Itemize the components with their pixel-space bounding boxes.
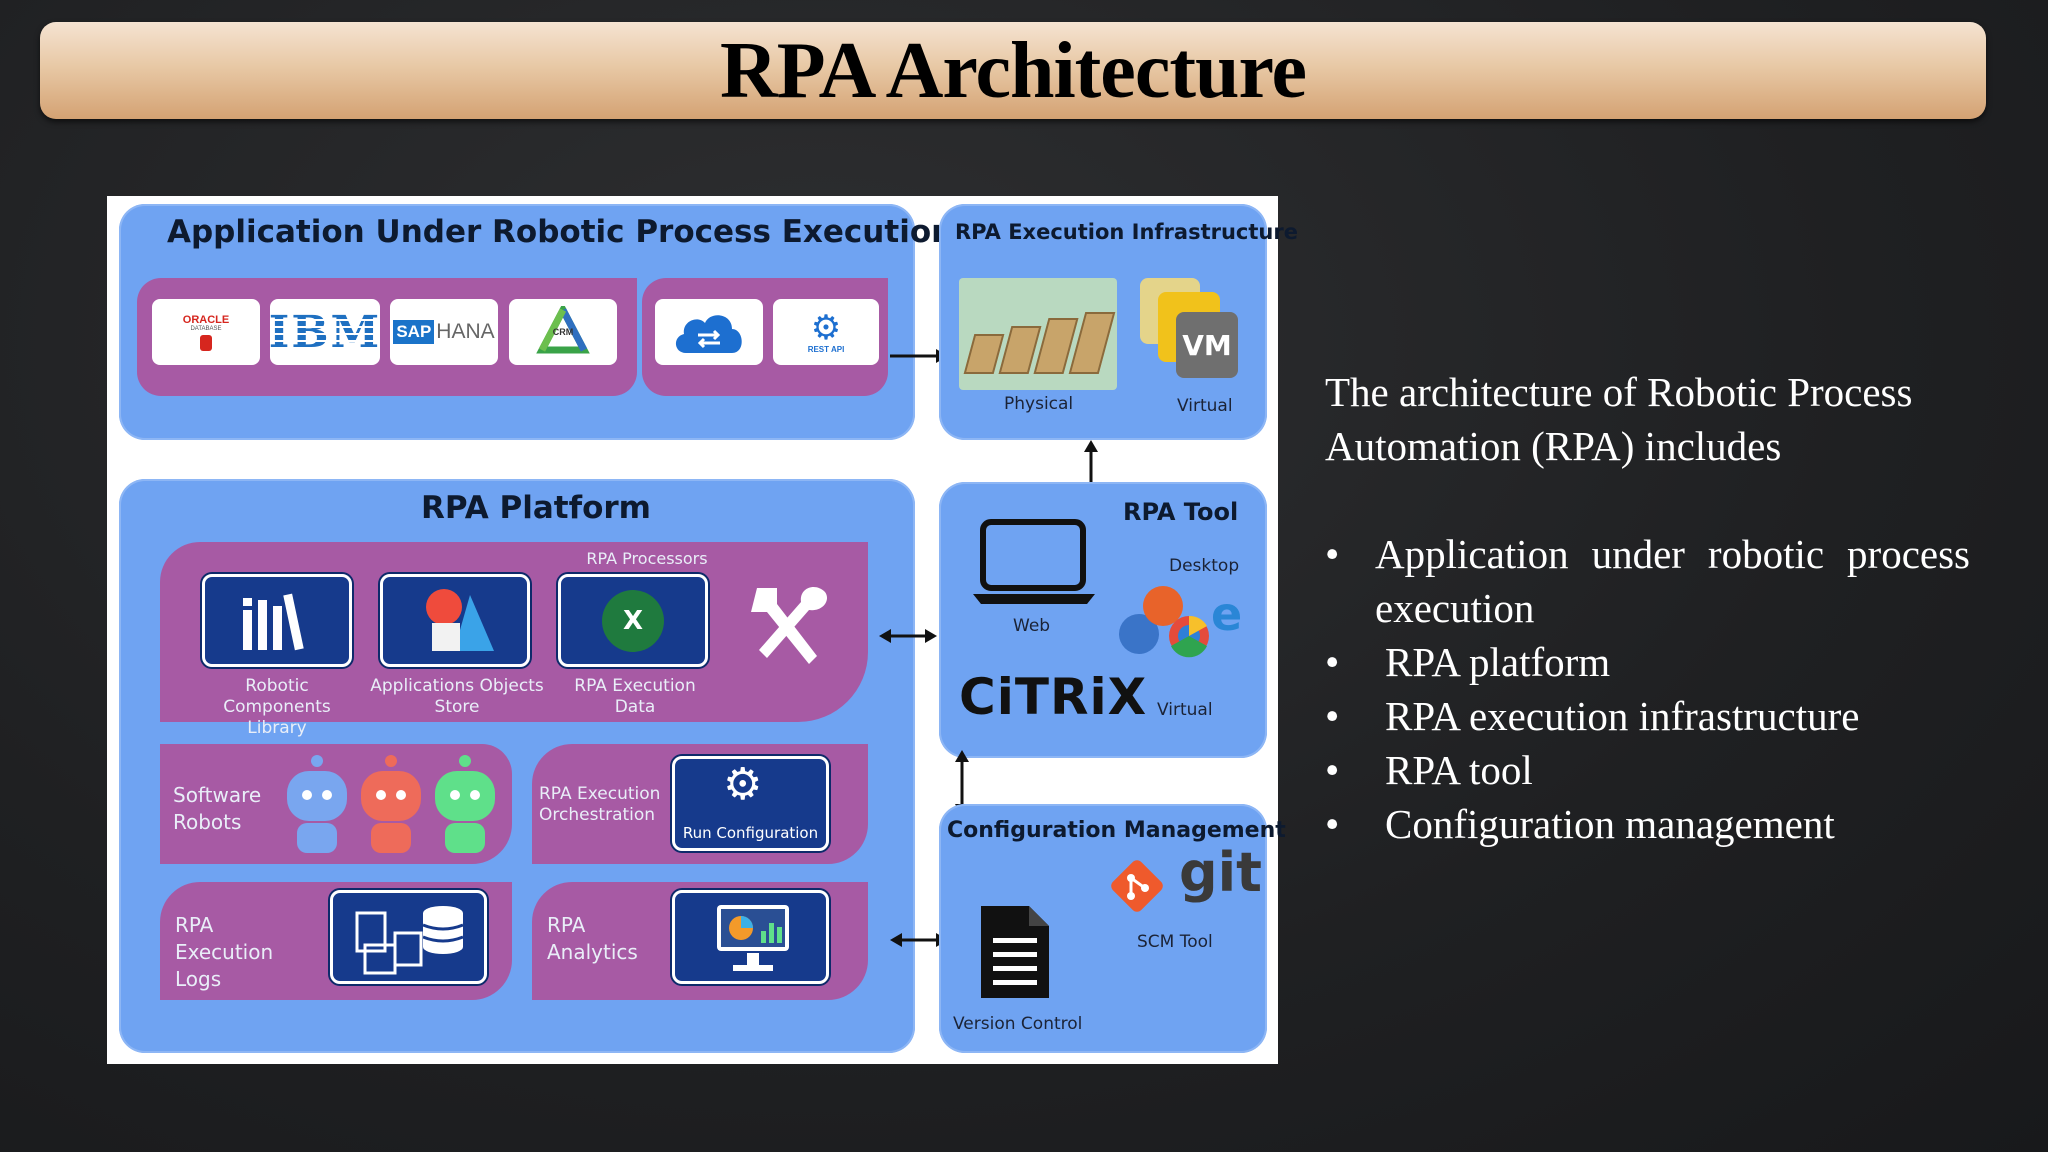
scm-label: SCM Tool bbox=[1137, 932, 1213, 952]
software-robots-line1: Software bbox=[173, 783, 262, 807]
web-label: Web bbox=[1013, 616, 1051, 636]
analytics-label: RPA Analytics bbox=[547, 912, 647, 966]
oracle-logo: ORACLE DATABASE bbox=[152, 299, 260, 365]
analytics-line1: RPA bbox=[547, 913, 586, 937]
app-objects-line2: Store bbox=[434, 697, 480, 717]
orchestration-line2: Orchestration bbox=[539, 805, 656, 825]
infra-panel-title: RPA Execution Infrastructure bbox=[955, 220, 1298, 244]
server-rack-image bbox=[959, 278, 1117, 390]
tool-panel-title: RPA Tool bbox=[1123, 498, 1239, 526]
infra-virtual-label: Virtual bbox=[1177, 396, 1233, 416]
analytics-icon-box bbox=[672, 890, 829, 984]
app-objects-store-icon bbox=[380, 574, 530, 667]
title-bar: RPA Architecture bbox=[40, 22, 1986, 119]
git-logo-icon bbox=[1111, 860, 1163, 912]
ibm-logo: IBM bbox=[268, 299, 382, 365]
bullet-item: Configuration management bbox=[1325, 797, 1970, 851]
bullet-item: RPA platform bbox=[1325, 635, 1970, 689]
svg-text:e: e bbox=[1211, 587, 1242, 641]
documents-database-icon bbox=[355, 906, 464, 975]
run-configuration-label: Run Configuration bbox=[682, 824, 819, 842]
slide-title: RPA Architecture bbox=[719, 26, 1307, 115]
gear-icon: ⚙ bbox=[810, 308, 842, 347]
cloud-icon bbox=[675, 315, 742, 353]
processors-label: RPA Processors bbox=[586, 549, 708, 568]
platform-panel-title: RPA Platform bbox=[421, 490, 651, 526]
app-panel-title: Application Under Robotic Process Execut… bbox=[167, 214, 954, 250]
oracle-text: ORACLE bbox=[182, 313, 230, 326]
crm-text: CRM bbox=[552, 327, 574, 337]
vm-text: VM bbox=[1176, 312, 1238, 378]
books-icon bbox=[243, 593, 304, 650]
logs-line2: Logs bbox=[175, 967, 222, 991]
database-icon bbox=[200, 334, 212, 351]
analytics-line2: Analytics bbox=[547, 940, 638, 964]
run-configuration-box: ⚙ Run Configuration bbox=[672, 756, 829, 851]
bullet-item: Application under robotic process execut… bbox=[1325, 527, 1970, 635]
execution-data-line2: Data bbox=[614, 697, 656, 717]
config-panel-title: Configuration Management bbox=[947, 818, 1286, 843]
crm-logo: CRM bbox=[509, 299, 617, 365]
sap-text: SAP bbox=[393, 320, 435, 344]
shapes-icon bbox=[426, 588, 494, 651]
execution-data-label: RPA Execution Data bbox=[547, 676, 723, 718]
sap-hana-logo: SAP HANA bbox=[390, 299, 498, 365]
rest-api-text: REST API bbox=[807, 344, 845, 354]
description-intro: The architecture of Robotic Process Auto… bbox=[1325, 369, 1913, 469]
browser-icons: e bbox=[1119, 586, 1242, 658]
tool-panel bbox=[939, 482, 1267, 758]
bullet-item: RPA tool bbox=[1325, 743, 1970, 797]
robots-icon bbox=[287, 755, 495, 853]
ibm-text: IBM bbox=[268, 306, 382, 358]
rest-api-logo: ⚙ REST API bbox=[773, 299, 879, 365]
logs-icon-box bbox=[330, 890, 487, 984]
citrix-logo: CiTRiX bbox=[959, 668, 1148, 726]
software-robots-line2: Robots bbox=[173, 810, 242, 834]
app-objects-line1: Applications Objects bbox=[370, 676, 544, 696]
orchestration-line1: RPA Execution bbox=[539, 784, 661, 804]
description-list: Application under robotic process execut… bbox=[1325, 527, 1970, 851]
gears-icon: ⚙ bbox=[723, 760, 763, 809]
tool-virtual-label: Virtual bbox=[1157, 700, 1213, 720]
git-text: git bbox=[1179, 841, 1262, 904]
software-robots-label: Software Robots bbox=[173, 782, 283, 836]
robotic-components-line2: Library bbox=[247, 718, 307, 738]
crm-recycle-icon bbox=[536, 306, 590, 354]
desktop-label: Desktop bbox=[1169, 556, 1240, 576]
bullet-item: RPA execution infrastructure bbox=[1325, 689, 1970, 743]
bullet-text: RPA platform bbox=[1385, 639, 1611, 685]
robotic-components-line1: Robotic Components bbox=[223, 676, 331, 717]
app-objects-store-label: Applications Objects Store bbox=[369, 676, 545, 718]
execution-data-icon: X bbox=[558, 574, 708, 667]
bullet-text: RPA execution infrastructure bbox=[1385, 693, 1860, 739]
bullet-text: RPA tool bbox=[1385, 747, 1533, 793]
robotic-components-icon bbox=[202, 574, 352, 667]
cloud-sync-logo bbox=[655, 299, 763, 365]
description-block: The architecture of Robotic Process Auto… bbox=[1325, 365, 1970, 851]
bullet-text: Configuration management bbox=[1385, 801, 1835, 847]
vm-icon: VM bbox=[1140, 278, 1240, 388]
monitor-chart-icon bbox=[717, 905, 789, 971]
logs-line1: RPA Execution bbox=[175, 913, 274, 964]
robotic-components-label: Robotic Components Library bbox=[189, 676, 365, 739]
laptop-icon bbox=[973, 519, 1095, 604]
rpa-architecture-diagram: Application Under Robotic Process Execut… bbox=[107, 196, 1298, 1064]
document-icon bbox=[981, 906, 1049, 998]
hana-text: HANA bbox=[436, 320, 495, 343]
excel-icon: X bbox=[602, 589, 664, 652]
logs-label: RPA Execution Logs bbox=[175, 912, 315, 993]
oracle-db-text: DATABASE bbox=[190, 325, 222, 332]
orchestration-label: RPA Execution Orchestration bbox=[539, 784, 669, 826]
tools-icon bbox=[751, 587, 828, 664]
execution-data-line1: RPA Execution bbox=[574, 676, 696, 696]
platform-tool-arrow bbox=[879, 629, 937, 643]
version-control-label: Version Control bbox=[953, 1014, 1083, 1034]
physical-label: Physical bbox=[1004, 394, 1074, 414]
